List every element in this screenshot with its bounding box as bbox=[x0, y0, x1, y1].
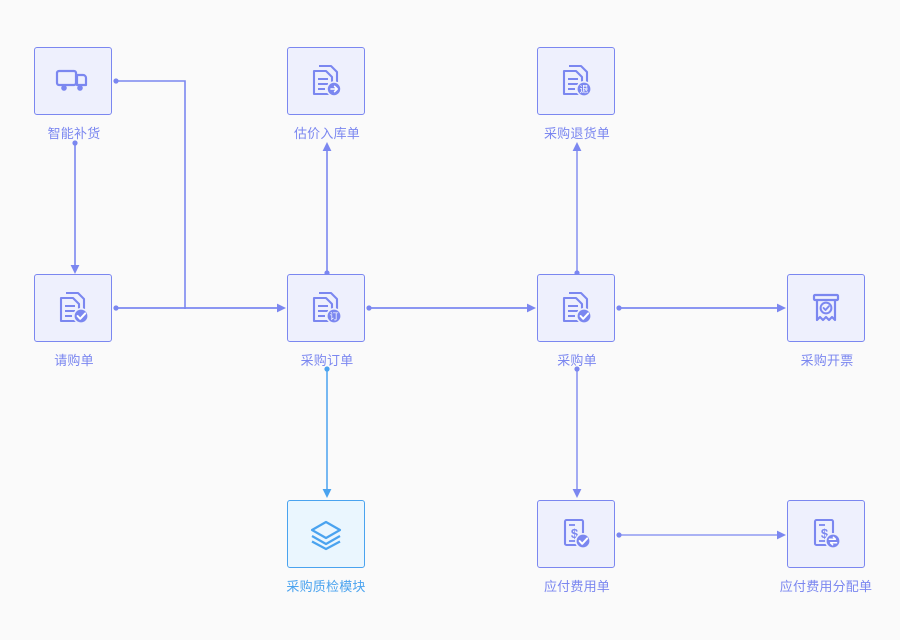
node-purchase-receipt[interactable]: 采购单 bbox=[537, 274, 617, 369]
node-purchase-quality-module-box[interactable] bbox=[287, 500, 365, 568]
node-requisition-order-box[interactable] bbox=[34, 274, 112, 342]
node-label-estimated-inbound-order: 估价入库单 bbox=[293, 126, 360, 141]
document-order-icon: 订 bbox=[308, 290, 344, 326]
node-label-requisition-order: 请购单 bbox=[54, 353, 94, 368]
connector-smart-replenishment-to-purchase-order bbox=[113, 78, 193, 313]
document-check-icon bbox=[558, 290, 594, 326]
node-purchase-receipt-box[interactable] bbox=[537, 274, 615, 342]
svg-text:订: 订 bbox=[329, 312, 338, 322]
connector-purchase-order-to-purchase-receipt bbox=[366, 303, 538, 313]
invoice-check-icon: $ bbox=[558, 516, 594, 552]
node-label-purchase-receipt: 采购单 bbox=[557, 353, 597, 368]
node-purchase-return-order[interactable]: 退 采购退货单 bbox=[537, 47, 617, 142]
node-purchase-quality-module[interactable]: 采购质检模块 bbox=[286, 500, 407, 595]
receipt-check-icon bbox=[808, 291, 844, 325]
node-label-payable-expense-allocation-order: 应付费用分配单 bbox=[779, 579, 873, 594]
svg-text:$: $ bbox=[571, 526, 579, 541]
invoice-exchange-icon: $ bbox=[808, 516, 844, 552]
node-purchase-invoicing[interactable]: 采购开票 bbox=[787, 274, 867, 369]
node-label-purchase-order: 采购订单 bbox=[300, 353, 354, 368]
connector-purchase-order-to-quality-module bbox=[322, 366, 332, 500]
layers-icon bbox=[307, 517, 345, 551]
node-purchase-order[interactable]: 订 采购订单 bbox=[287, 274, 367, 369]
node-smart-replenishment-box[interactable] bbox=[34, 47, 112, 115]
document-check-icon bbox=[55, 290, 91, 326]
node-label-purchase-invoicing: 采购开票 bbox=[800, 353, 854, 368]
connector-purchase-receipt-to-invoicing bbox=[616, 303, 788, 313]
node-payable-expense-order-box[interactable]: $ bbox=[537, 500, 615, 568]
truck-icon bbox=[54, 64, 92, 98]
node-label-purchase-quality-module: 采购质检模块 bbox=[286, 579, 366, 594]
connector-purchase-receipt-to-return-order bbox=[572, 140, 582, 276]
document-arrow-icon bbox=[308, 63, 344, 99]
node-purchase-return-order-box[interactable]: 退 bbox=[537, 47, 615, 115]
node-payable-expense-allocation-order-box[interactable]: $ bbox=[787, 500, 865, 568]
document-return-icon: 退 bbox=[558, 63, 594, 99]
node-purchase-invoicing-box[interactable] bbox=[787, 274, 865, 342]
node-smart-replenishment[interactable]: 智能补货 bbox=[34, 47, 114, 142]
connector-smart-replenishment-to-requisition bbox=[70, 140, 80, 276]
node-payable-expense-order[interactable]: $ 应付费用单 bbox=[537, 500, 617, 595]
svg-text:$: $ bbox=[821, 526, 829, 541]
node-label-payable-expense-order: 应付费用单 bbox=[543, 579, 610, 594]
node-payable-expense-allocation-order[interactable]: $ 应付费用分配单 bbox=[780, 500, 900, 595]
node-estimated-inbound-order[interactable]: 估价入库单 bbox=[287, 47, 367, 142]
svg-text:退: 退 bbox=[579, 85, 588, 95]
node-label-smart-replenishment: 智能补货 bbox=[47, 126, 101, 141]
connector-purchase-order-to-estimated-inbound bbox=[322, 140, 332, 276]
node-requisition-order[interactable]: 请购单 bbox=[34, 274, 114, 369]
connector-requisition-to-purchase-order bbox=[113, 303, 289, 313]
node-estimated-inbound-order-box[interactable] bbox=[287, 47, 365, 115]
connector-purchase-receipt-to-payable-expense bbox=[572, 366, 582, 500]
node-label-purchase-return-order: 采购退货单 bbox=[543, 126, 610, 141]
node-purchase-order-box[interactable]: 订 bbox=[287, 274, 365, 342]
connector-payable-expense-to-allocation bbox=[616, 530, 788, 540]
